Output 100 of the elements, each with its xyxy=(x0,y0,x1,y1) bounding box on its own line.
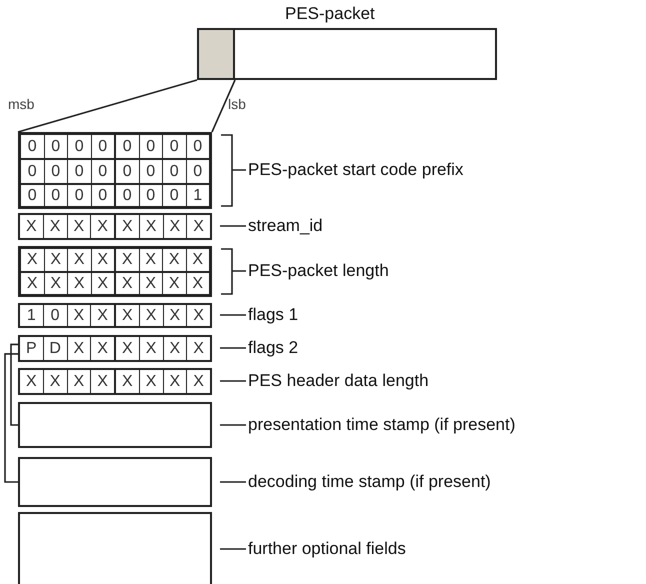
field-label: flags 2 xyxy=(248,337,398,359)
bit-cell: 0 xyxy=(116,135,140,158)
bit-cell: 0 xyxy=(44,185,68,206)
bit-cell: 0 xyxy=(68,160,92,183)
bit-cell-text: X xyxy=(191,274,204,294)
bracket-leader-line xyxy=(220,134,247,207)
byte-row xyxy=(20,272,210,295)
byte-row xyxy=(20,159,210,184)
byte-row xyxy=(20,134,210,159)
bracket-leader-line xyxy=(18,79,198,133)
bit-cell: X xyxy=(116,370,140,393)
byte-row xyxy=(18,368,212,395)
bit-cell: 0 xyxy=(116,185,140,206)
bit-cell: X xyxy=(140,273,163,294)
bit-order-label: lsb xyxy=(228,96,246,112)
leader-line xyxy=(220,314,246,316)
bit-cell: X xyxy=(68,215,92,238)
bit-cell: 0 xyxy=(163,185,186,206)
bit-cell: 0 xyxy=(92,185,116,206)
leader-line xyxy=(220,481,246,483)
bit-cell-text: 0 xyxy=(192,162,204,182)
bit-cell-text: X xyxy=(192,338,205,358)
bit-cell: X xyxy=(164,370,188,393)
field-label: PES-packet start code prefix xyxy=(248,159,578,181)
bit-cell-text: 1 xyxy=(192,186,204,206)
bit-order-label: msb xyxy=(8,96,34,112)
byte-row xyxy=(18,303,212,328)
bit-cell: X xyxy=(163,249,186,271)
bit-cell: X xyxy=(140,337,164,360)
byte-row xyxy=(18,213,212,240)
bit-cell: X xyxy=(140,215,164,238)
bit-cell: X xyxy=(163,273,186,294)
bit-cell-text: X xyxy=(192,216,205,236)
bit-cell-text: X xyxy=(191,250,204,270)
bit-cell: 0 xyxy=(140,160,163,183)
field-label: decoding time stamp (if present) xyxy=(248,471,638,493)
leader-line xyxy=(220,380,246,382)
bit-cell: X xyxy=(140,370,164,393)
bit-cell: 0 xyxy=(163,160,186,183)
bit-cell: X xyxy=(140,249,163,271)
bit-cell: 1 xyxy=(20,305,44,326)
leader-line xyxy=(220,548,246,550)
bit-cell: 0 xyxy=(44,305,68,326)
bit-cell: X xyxy=(91,337,116,360)
bit-cell: X xyxy=(68,337,92,360)
bit-cell: X xyxy=(44,249,68,271)
field-label: further optional fields xyxy=(248,538,638,560)
bit-cell: X xyxy=(44,273,68,294)
bit-cell: X xyxy=(20,215,44,238)
bit-cell-text: X xyxy=(192,306,205,326)
bit-cell-text: X xyxy=(192,372,205,392)
field-label: presentation time stamp (if present) xyxy=(248,414,638,436)
bit-cell: X xyxy=(164,337,188,360)
bit-cell: X xyxy=(116,215,140,238)
bit-cell: X xyxy=(91,370,116,393)
connector-line xyxy=(4,353,18,483)
bracket-leader-line xyxy=(211,80,236,132)
byte-row xyxy=(20,184,210,207)
bit-cell: X xyxy=(164,215,188,238)
bit-cell: X xyxy=(20,370,44,393)
bit-cell: X xyxy=(164,305,188,326)
bit-cell: X xyxy=(116,305,140,326)
field-label: stream_id xyxy=(248,215,448,237)
field-group xyxy=(18,132,212,209)
bit-cell: X xyxy=(116,337,140,360)
bit-cell: 0 xyxy=(21,160,44,183)
leader-line xyxy=(220,225,246,227)
leader-line xyxy=(220,424,246,426)
bit-cell: 0 xyxy=(68,135,92,158)
bit-cell: X xyxy=(140,305,164,326)
bit-cell: D xyxy=(44,337,68,360)
bit-cell: X xyxy=(91,305,116,326)
bit-cell: X xyxy=(68,273,92,294)
bit-cell: 0 xyxy=(44,160,68,183)
bit-cell: X xyxy=(21,273,44,294)
bit-cell: 0 xyxy=(21,135,44,158)
bit-cell: X xyxy=(92,273,116,294)
packet-title: PES-packet xyxy=(285,4,375,24)
bit-cell: X xyxy=(116,249,140,271)
bit-cell: X xyxy=(44,215,68,238)
bit-cell-text: 0 xyxy=(192,136,204,156)
field-box xyxy=(18,457,212,507)
connector-line xyxy=(10,344,18,426)
field-label: PES-packet length xyxy=(248,260,498,282)
bit-cell: 0 xyxy=(140,135,163,158)
bit-cell: X xyxy=(68,249,92,271)
leader-line xyxy=(220,347,246,349)
bit-cell: X xyxy=(68,305,92,326)
bit-cell: X xyxy=(116,273,140,294)
bit-cell: P xyxy=(20,337,44,360)
byte-row xyxy=(20,248,210,272)
field-label: flags 1 xyxy=(248,304,398,326)
bracket-leader-line xyxy=(220,248,247,295)
field-label: PES header data length xyxy=(248,370,548,392)
bit-cell: 0 xyxy=(68,185,92,206)
bit-cell: X xyxy=(21,249,44,271)
bit-cell: 0 xyxy=(140,185,163,206)
field-box xyxy=(18,512,212,584)
bit-cell: 0 xyxy=(163,135,186,158)
bit-cell: X xyxy=(68,370,92,393)
